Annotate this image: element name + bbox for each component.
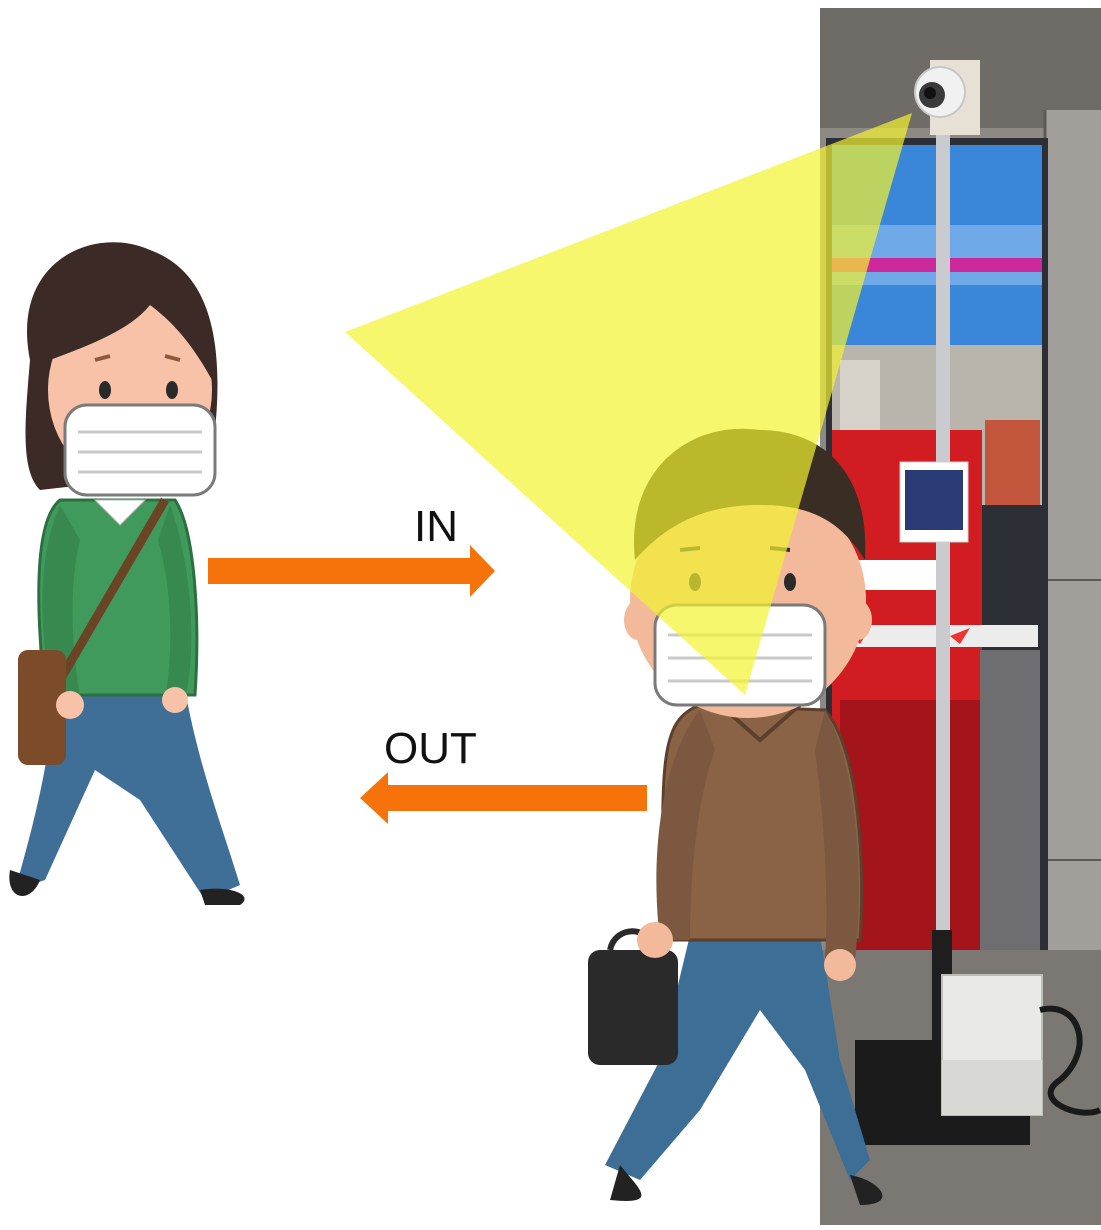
in-label: IN [414,505,458,549]
out-label: OUT [384,727,477,771]
out-arrow [360,772,647,824]
in-arrow [208,545,495,597]
